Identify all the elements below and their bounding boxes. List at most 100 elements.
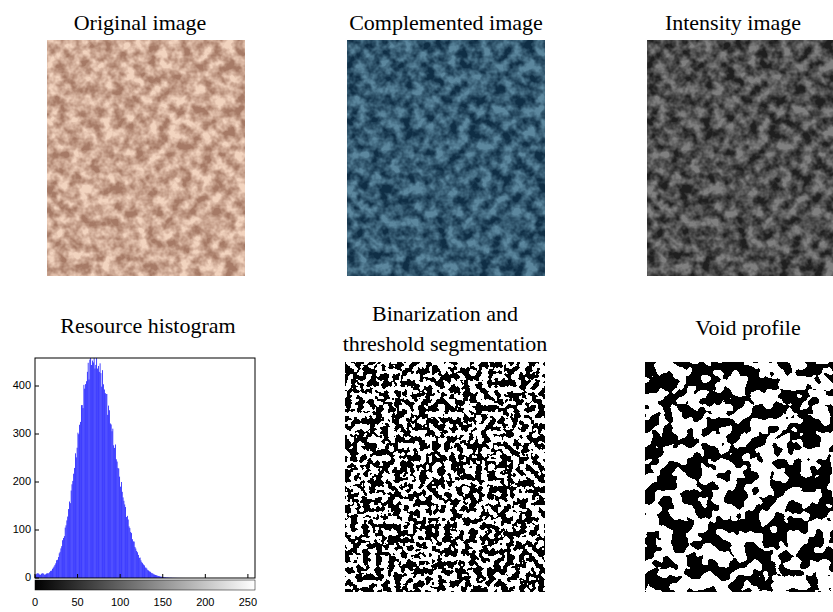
tick-mark xyxy=(77,574,78,578)
histogram-bar xyxy=(39,574,41,578)
histogram-bar xyxy=(149,572,151,578)
x-axis-number: 0 xyxy=(30,596,41,609)
histogram-bar xyxy=(35,574,37,578)
histogram-bar xyxy=(43,574,45,578)
histogram-bar xyxy=(127,520,129,578)
histogram-bar xyxy=(140,560,142,578)
panel-heading: Resource histogram xyxy=(15,311,281,341)
gray-colorbar xyxy=(35,580,255,590)
histogram-bars xyxy=(35,358,185,578)
panel-heading: Complemented image xyxy=(325,8,567,38)
histogram-bar xyxy=(147,570,149,578)
histogram-bar xyxy=(56,560,58,578)
tick-mark xyxy=(35,482,39,483)
histogram-bar xyxy=(139,558,141,578)
histogram-bar xyxy=(46,573,48,578)
complemented-photo xyxy=(347,40,545,276)
histogram-bar xyxy=(145,568,147,578)
panel-title: Binarization and threshold segmentation xyxy=(337,299,553,359)
y-ticks xyxy=(35,386,39,578)
tick-mark xyxy=(35,386,39,387)
panel-title: Original image xyxy=(22,8,258,38)
complement-texture xyxy=(347,40,545,276)
histogram-bar xyxy=(134,547,136,578)
histogram-bar xyxy=(45,574,47,578)
histogram-bar xyxy=(130,532,132,578)
bread-texture xyxy=(47,40,245,276)
histogram-bar xyxy=(118,468,120,578)
histogram-bar xyxy=(141,562,143,578)
histogram-bar xyxy=(136,551,138,578)
histogram-bar xyxy=(50,571,52,578)
x-axis-number: 50 xyxy=(69,596,86,609)
histogram-bar xyxy=(103,389,105,578)
histogram-bar xyxy=(128,526,130,578)
histogram-bar xyxy=(93,358,95,578)
y-axis-number: 100 xyxy=(2,523,31,536)
histogram-bar xyxy=(41,573,43,578)
histogram-bar xyxy=(36,573,38,578)
binary-texture xyxy=(345,362,545,592)
histogram-bar xyxy=(90,358,92,578)
panel-heading: Binarization and threshold segmentation xyxy=(337,299,553,359)
histogram-bar xyxy=(132,539,134,578)
histogram-bar xyxy=(138,558,140,578)
panel-title: Void profile xyxy=(665,313,831,343)
histogram-bar xyxy=(87,363,89,578)
histogram-bar xyxy=(119,477,121,578)
binary-image xyxy=(345,362,545,592)
histogram-bar xyxy=(80,405,82,578)
x-axis-number: 100 xyxy=(109,596,132,609)
histogram-bar xyxy=(123,501,125,578)
panel-title: Complemented image xyxy=(325,8,567,38)
histogram-bar xyxy=(144,567,146,578)
tick-mark xyxy=(35,530,39,531)
tick-mark xyxy=(35,574,36,578)
y-axis-number: 300 xyxy=(2,427,31,440)
histogram-bar xyxy=(146,569,148,578)
histogram-bar xyxy=(152,573,154,578)
histogram-bar xyxy=(143,564,145,578)
histogram-bar xyxy=(149,571,151,578)
histogram-bar xyxy=(138,555,140,578)
panel-heading: Original image xyxy=(22,8,258,38)
histogram-bar xyxy=(115,444,117,578)
histogram-bar xyxy=(102,370,104,578)
histogram-bar xyxy=(126,516,128,578)
histogram-bar xyxy=(117,468,119,578)
histogram-bar xyxy=(109,423,111,578)
histogram-bar xyxy=(75,453,77,578)
histogram-bar xyxy=(104,393,106,578)
histogram-bar xyxy=(137,552,139,578)
tick-mark xyxy=(35,578,39,579)
histogram-bar xyxy=(69,502,71,578)
histogram-bar xyxy=(113,445,115,578)
histogram-bar xyxy=(109,410,111,578)
histogram-bar xyxy=(81,405,83,578)
histogram-bar xyxy=(125,507,127,578)
tick-mark xyxy=(247,574,248,578)
original-photo xyxy=(47,40,245,276)
intensity-photo xyxy=(647,40,833,276)
void-image xyxy=(645,362,833,592)
histogram-bar xyxy=(151,573,153,578)
gray-texture xyxy=(647,40,833,276)
tick-mark xyxy=(120,574,121,578)
histogram-bar xyxy=(133,542,135,578)
x-axis-number: 250 xyxy=(236,596,259,609)
histogram-bar xyxy=(124,504,126,578)
histogram-bar xyxy=(40,574,42,578)
histogram-bar xyxy=(46,574,48,578)
histogram-bar xyxy=(83,385,85,578)
y-axis-number: 0 xyxy=(2,571,31,584)
histogram-bar xyxy=(77,433,79,578)
x-ticks xyxy=(35,574,248,578)
histogram-bar xyxy=(105,394,107,578)
histogram-bar xyxy=(121,482,123,578)
histogram-bar xyxy=(115,459,117,578)
histogram-bar xyxy=(99,363,101,578)
tick-mark xyxy=(162,574,163,578)
histogram-bar xyxy=(122,497,124,578)
histogram-bar xyxy=(106,394,108,578)
panel-heading: Intensity image xyxy=(635,8,831,38)
